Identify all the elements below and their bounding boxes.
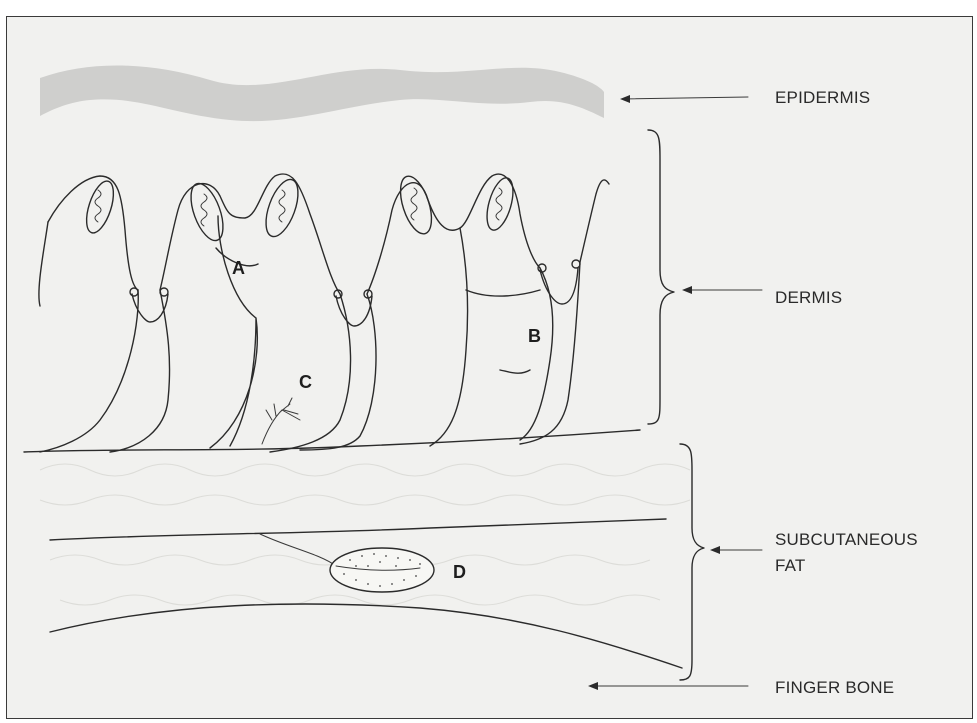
marker-c: C bbox=[299, 372, 312, 392]
nerve-to-corpuscle bbox=[260, 534, 336, 566]
subcutaneous-line bbox=[50, 519, 666, 540]
label-finger-bone: FINGER BONE bbox=[775, 678, 894, 697]
label-fat: FAT bbox=[775, 556, 806, 575]
label-epidermis: EPIDERMIS bbox=[775, 88, 870, 107]
marker-d: D bbox=[453, 562, 466, 582]
epidermis-band bbox=[40, 65, 604, 121]
sweat-gland-pouches bbox=[130, 260, 580, 326]
marker-a: A bbox=[232, 258, 245, 278]
subcutaneous-brace bbox=[680, 444, 704, 680]
dermis-brace bbox=[648, 130, 674, 424]
marker-b: B bbox=[528, 326, 541, 346]
dermal-ridges bbox=[39, 216, 580, 452]
label-dermis: DERMIS bbox=[775, 288, 842, 307]
finger-bone-curve bbox=[50, 604, 682, 668]
capillary-loops bbox=[81, 172, 518, 244]
arrows bbox=[588, 95, 762, 690]
dermal-ridge-outline bbox=[48, 174, 609, 294]
nerve-ending-c bbox=[262, 398, 300, 444]
pacinian-corpuscle bbox=[330, 548, 434, 592]
label-subcutaneous: SUBCUTANEOUS bbox=[775, 530, 918, 549]
